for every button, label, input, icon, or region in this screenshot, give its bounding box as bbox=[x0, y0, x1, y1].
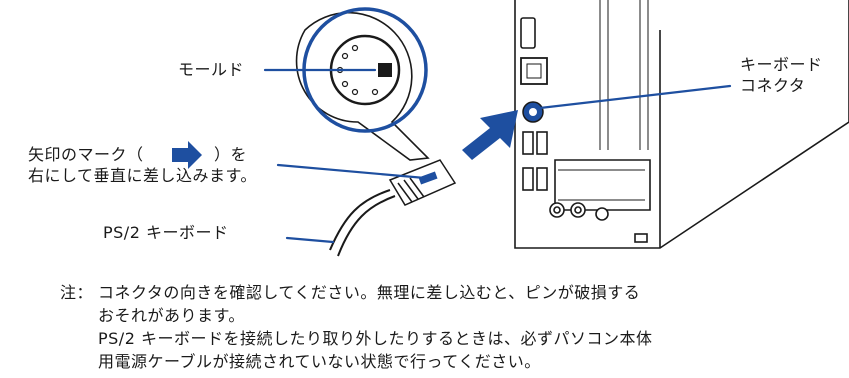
note-line2: おそれがあります。 bbox=[98, 306, 245, 325]
note-line1: コネクタの向きを確認してください。無理に差し込むと、ピンが破損する bbox=[98, 283, 641, 302]
label-keyboard-connector-line2: コネクタ bbox=[740, 76, 806, 95]
note-prefix: 注： bbox=[60, 283, 94, 302]
label-keyboard-connector-line1: キーボード bbox=[740, 55, 823, 74]
ps2-port bbox=[522, 101, 544, 123]
leader-lines bbox=[263, 68, 732, 244]
label-ps2-keyboard: PS/2 キーボード bbox=[103, 223, 229, 242]
note-line4: 用電源ケーブルが接続されていない状態で行ってください。 bbox=[98, 352, 541, 371]
label-mold: モールド bbox=[178, 60, 245, 79]
label-arrow-mark-before: 矢印のマーク（ bbox=[28, 145, 144, 164]
ps2-plug bbox=[329, 159, 457, 257]
note-line3: PS/2 キーボードを接続したり取り外したりするときは、必ずパソコン本体 bbox=[98, 329, 653, 348]
arrow-mark-icon bbox=[172, 141, 202, 169]
magnified-connector-view bbox=[295, 7, 430, 161]
insert-arrow bbox=[462, 110, 518, 160]
pc-chassis bbox=[514, 0, 849, 249]
label-insert-instruction: 右にして垂直に差し込みます。 bbox=[28, 166, 257, 185]
label-arrow-mark-after: ）を bbox=[214, 145, 248, 164]
